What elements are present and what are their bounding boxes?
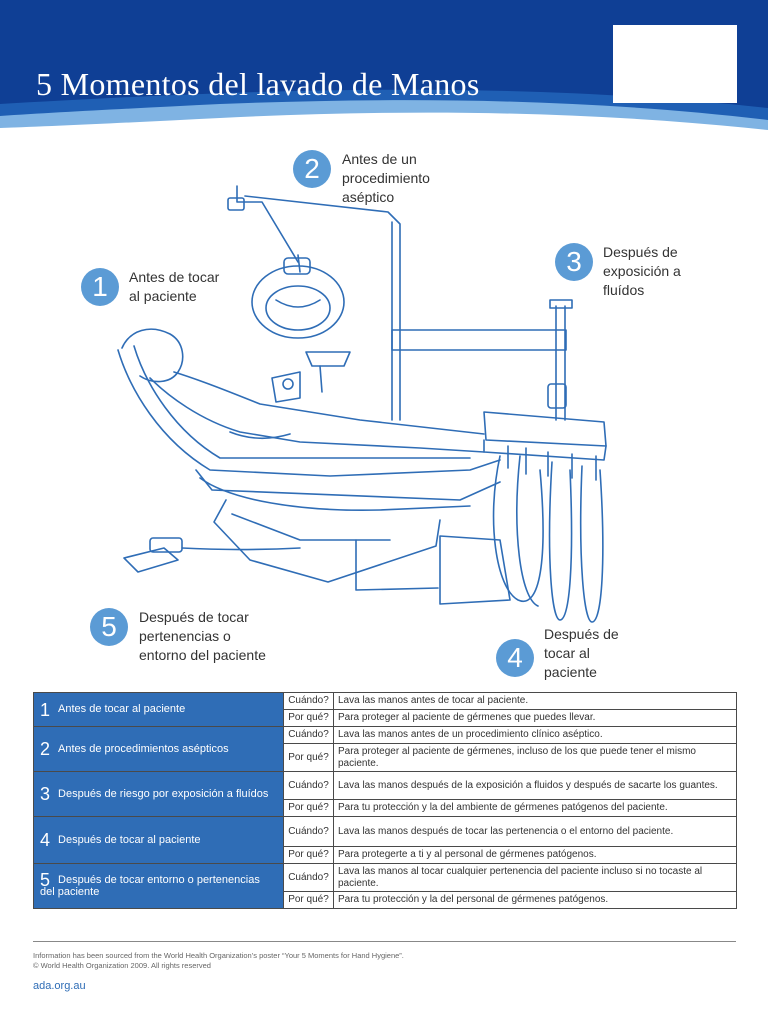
- moment-2-number: 2: [293, 150, 331, 188]
- moment-3-callout: 3 Después de exposición a fluídos: [555, 243, 681, 300]
- why-text: Para protegerte a ti y al personal de gé…: [333, 846, 737, 864]
- header-banner: 5 Momentos del lavado de Manos: [0, 0, 768, 150]
- moment-3-number: 3: [555, 243, 593, 281]
- why-label: Por qué?: [283, 799, 334, 817]
- when-label: Cuándo?: [283, 771, 334, 800]
- moment-cell: 3 Después de riesgo por exposición a fluí…: [33, 771, 284, 817]
- table-row: Por qué? Para tu protección y la del per…: [34, 891, 737, 909]
- why-label: Por qué?: [283, 846, 334, 864]
- page-title: 5 Momentos del lavado de Manos: [36, 66, 480, 102]
- moment-5-number: 5: [90, 608, 128, 646]
- moment-number: 3: [40, 784, 51, 805]
- logo-placeholder: [613, 25, 737, 103]
- moment-title: Después de tocar al paciente: [58, 833, 201, 846]
- moment-title: Antes de tocar al paciente: [58, 703, 186, 716]
- dental-chair-illustration: [117, 185, 607, 623]
- when-label: Cuándo?: [283, 816, 334, 847]
- source-note: Information has been sourced from the Wo…: [33, 951, 404, 971]
- table-row: 4 Después de tocar al paciente Cuándo? La…: [33, 816, 737, 864]
- moment-2-callout: 2 Antes de un procedimiento aséptico: [293, 150, 430, 207]
- source-line-2: © World Health Organization 2009. All ri…: [33, 961, 211, 970]
- when-text: Lava las manos antes de un procedimiento…: [333, 726, 737, 744]
- when-label: Cuándo?: [283, 692, 334, 710]
- when-text: Lava las manos después de tocar las pert…: [333, 816, 737, 847]
- when-text: Lava las manos al tocar cualquier perten…: [333, 863, 737, 892]
- footer-divider: [33, 941, 736, 942]
- website-link[interactable]: ada.org.au: [33, 980, 86, 992]
- when-label: Cuándo?: [283, 863, 334, 892]
- moment-1-label: Antes de tocar al paciente: [129, 269, 220, 304]
- why-label: Por qué?: [283, 743, 334, 772]
- why-text: Para proteger al paciente de gérmenes qu…: [333, 709, 737, 727]
- why-text: Para tu protección y la del ambiente de …: [333, 799, 737, 817]
- why-text: Para proteger al paciente de gérmenes, i…: [333, 743, 737, 772]
- moment-number: 2: [40, 739, 51, 760]
- table-row: 1 Antes de tocar al paciente Cuándo? Lava…: [33, 692, 737, 727]
- why-label: Por qué?: [283, 891, 334, 909]
- when-text: Lava las manos después de la exposición …: [333, 771, 737, 800]
- why-text: Para tu protección y la del personal de …: [333, 891, 737, 909]
- table-row: 2 Antes de procedimientos asépticos Cuánd…: [33, 726, 737, 772]
- table-row: 3 Después de riesgo por exposición a fluí…: [33, 771, 737, 817]
- moment-cell: 4 Después de tocar al paciente: [33, 816, 284, 864]
- moment-number: 4: [40, 830, 51, 851]
- moment-number: 1: [40, 699, 51, 720]
- moment-4-number: 4: [496, 639, 534, 677]
- moment-cell: 1 Antes de tocar al paciente: [33, 692, 284, 727]
- moment-cell: 2 Antes de procedimientos asépticos: [33, 726, 284, 772]
- moment-4-label: Después de tocar al paciente: [544, 626, 619, 680]
- moment-2-label: Antes de un procedimiento aséptico: [342, 151, 430, 205]
- when-text: Lava las manos antes de tocar al pacient…: [333, 692, 737, 710]
- table-row: Por qué? Para proteger al paciente de gé…: [34, 743, 737, 772]
- why-label: Por qué?: [283, 709, 334, 727]
- moment-title: Después de tocar entorno o pertenencias …: [40, 873, 260, 899]
- moment-3-label: Después de exposición a fluídos: [603, 244, 681, 298]
- source-line-1: Information has been sourced from the Wo…: [33, 951, 404, 960]
- moments-table: 1 Antes de tocar al paciente Cuándo? Lava…: [33, 692, 737, 909]
- moment-title: Antes de procedimientos asépticos: [58, 742, 229, 755]
- moment-4-callout: 4 Después de tocar al paciente: [496, 625, 619, 682]
- moment-1-number: 1: [81, 268, 119, 306]
- moment-1-callout: 1 Antes de tocar al paciente: [81, 268, 219, 306]
- moment-title: Después de riesgo por exposición a fluíd…: [58, 787, 269, 800]
- table-row: Por qué? Para protegerte a ti y al perso…: [34, 846, 737, 864]
- moment-5-callout: 5 Después de tocar pertenencias o entorn…: [90, 608, 266, 665]
- moment-5-label: Después de tocar pertenencias o entorno …: [139, 609, 266, 663]
- moment-number: 5: [40, 870, 51, 891]
- when-label: Cuándo?: [283, 726, 334, 744]
